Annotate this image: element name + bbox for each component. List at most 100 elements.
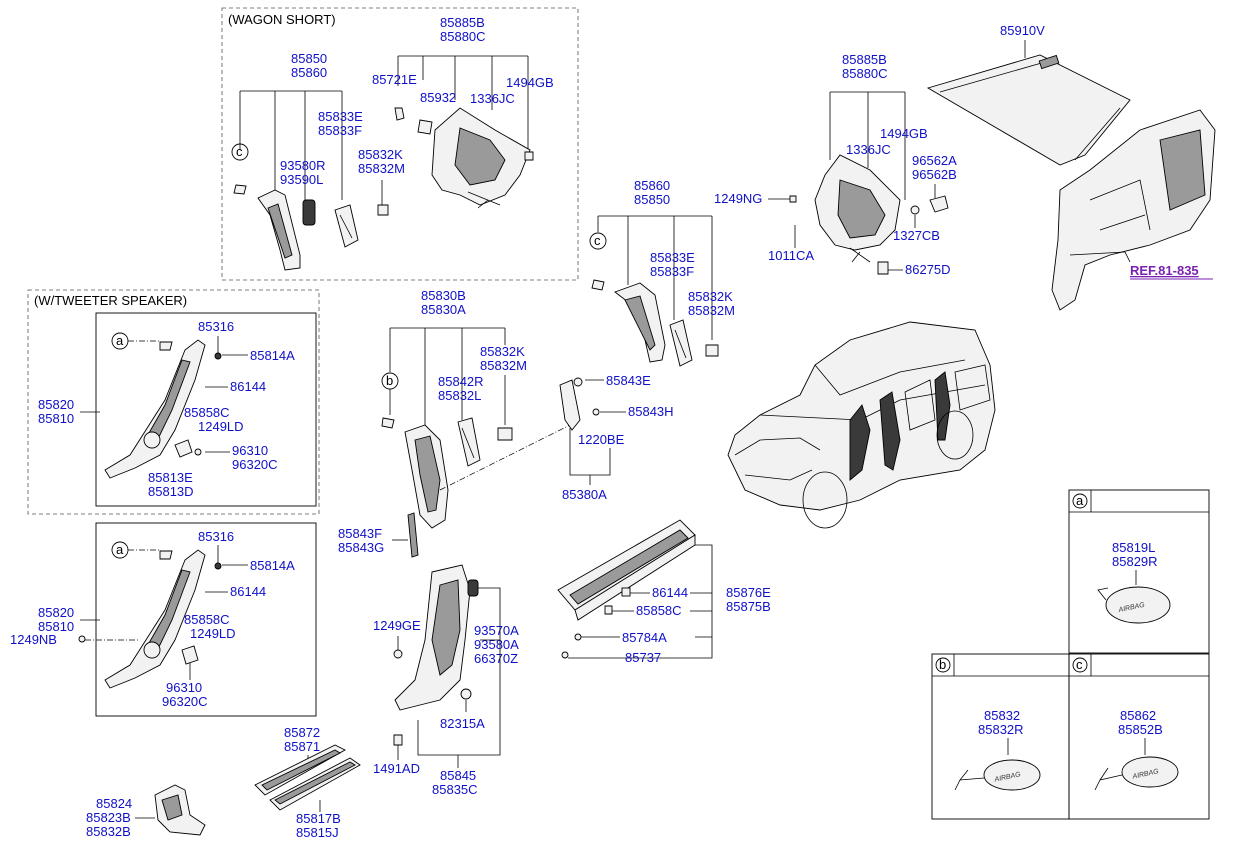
label-85835C[interactable]: 85835C <box>432 782 478 797</box>
label-85872[interactable]: 85872 <box>284 725 320 740</box>
wagon-short-title: (WAGON SHORT) <box>228 12 336 27</box>
label-85852B[interactable]: 85852B <box>1118 722 1163 737</box>
label-1336JC-2[interactable]: 1336JC <box>846 142 891 157</box>
label-1327CB[interactable]: 1327CB <box>893 228 940 243</box>
label-85832M-1[interactable]: 85832M <box>358 161 405 176</box>
callout-c-1[interactable] <box>231 143 249 161</box>
label-85813D[interactable]: 85813D <box>148 484 194 499</box>
label-85910V[interactable]: 85910V <box>1000 23 1045 38</box>
label-85875B[interactable]: 85875B <box>726 599 771 614</box>
label-85876E[interactable]: 85876E <box>726 585 771 600</box>
label-85813E[interactable]: 85813E <box>148 470 193 485</box>
ref-81-835[interactable]: REF.81-835 <box>1130 263 1199 278</box>
label-96562A[interactable]: 96562A <box>912 153 957 168</box>
label-85810-2[interactable]: 85810 <box>38 619 74 634</box>
label-85832M-2[interactable]: 85832M <box>688 303 735 318</box>
label-85833E-2[interactable]: 85833E <box>650 250 695 265</box>
label-85380A[interactable]: 85380A <box>562 487 607 502</box>
label-85832K-2[interactable]: 85832K <box>688 289 733 304</box>
label-85832R[interactable]: 85832R <box>978 722 1024 737</box>
label-1249LD-2[interactable]: 1249LD <box>190 626 236 641</box>
label-85871[interactable]: 85871 <box>284 739 320 754</box>
label-1249NG[interactable]: 1249NG <box>714 191 762 206</box>
label-85885B-1[interactable]: 85885B <box>440 15 485 30</box>
label-85932[interactable]: 85932 <box>420 90 456 105</box>
label-85316-2[interactable]: 85316 <box>198 529 234 544</box>
label-85820-2[interactable]: 85820 <box>38 605 74 620</box>
label-1249LD-1[interactable]: 1249LD <box>198 419 244 434</box>
label-85832K-1[interactable]: 85832K <box>358 147 403 162</box>
label-66370Z[interactable]: 66370Z <box>474 651 518 666</box>
label-85860-2[interactable]: 85860 <box>634 178 670 193</box>
label-86144-2[interactable]: 86144 <box>230 584 266 599</box>
label-85815J[interactable]: 85815J <box>296 825 339 840</box>
label-85832K-3[interactable]: 85832K <box>480 344 525 359</box>
label-82315A[interactable]: 82315A <box>440 716 485 731</box>
label-96310-2[interactable]: 96310 <box>166 680 202 695</box>
label-86275D[interactable]: 86275D <box>905 262 951 277</box>
callout-a-2-text: a <box>116 542 124 557</box>
label-85842R[interactable]: 85842R <box>438 374 484 389</box>
label-85843E[interactable]: 85843E <box>606 373 651 388</box>
detail-b-callout[interactable] <box>935 657 951 673</box>
label-96320C-1[interactable]: 96320C <box>232 457 278 472</box>
label-85858C-3[interactable]: 85858C <box>636 603 682 618</box>
label-85880C-1[interactable]: 85880C <box>440 29 486 44</box>
label-1494GB-2[interactable]: 1494GB <box>880 126 928 141</box>
label-85850-2[interactable]: 85850 <box>634 192 670 207</box>
label-85824[interactable]: 85824 <box>96 796 132 811</box>
label-1249GE[interactable]: 1249GE <box>373 618 421 633</box>
label-85880C-2[interactable]: 85880C <box>842 66 888 81</box>
label-85814A-2[interactable]: 85814A <box>250 558 295 573</box>
label-96562B[interactable]: 96562B <box>912 167 957 182</box>
label-86144-3[interactable]: 86144 <box>652 585 688 600</box>
detail-c-callout[interactable] <box>1072 657 1088 673</box>
label-93580R[interactable]: 93580R <box>280 158 326 173</box>
label-86144-1[interactable]: 86144 <box>230 379 266 394</box>
label-85858C-1[interactable]: 85858C <box>184 405 230 420</box>
label-85832M-3[interactable]: 85832M <box>480 358 527 373</box>
label-85817B[interactable]: 85817B <box>296 811 341 826</box>
callout-c-2[interactable] <box>589 232 607 250</box>
label-1249NB[interactable]: 1249NB <box>10 632 57 647</box>
label-85885B-2[interactable]: 85885B <box>842 52 887 67</box>
label-85832L[interactable]: 85832L <box>438 388 481 403</box>
label-85784A[interactable]: 85784A <box>622 630 667 645</box>
detail-a-callout[interactable] <box>1072 493 1088 509</box>
label-1336JC-1[interactable]: 1336JC <box>470 91 515 106</box>
label-96320C-2[interactable]: 96320C <box>162 694 208 709</box>
label-96310-1[interactable]: 96310 <box>232 443 268 458</box>
label-85833E-1[interactable]: 85833E <box>318 109 363 124</box>
label-85862[interactable]: 85862 <box>1120 708 1156 723</box>
label-85843H[interactable]: 85843H <box>628 404 674 419</box>
label-1491AD[interactable]: 1491AD <box>373 761 420 776</box>
label-85823B[interactable]: 85823B <box>86 810 131 825</box>
label-1220BE[interactable]: 1220BE <box>578 432 625 447</box>
label-85843F[interactable]: 85843F <box>338 526 382 541</box>
label-85814A-1[interactable]: 85814A <box>250 348 295 363</box>
wagon-short-box <box>221 7 579 281</box>
label-93570A[interactable]: 93570A <box>474 623 519 638</box>
label-1011CA[interactable]: 1011CA <box>768 248 814 263</box>
label-85721E[interactable]: 85721E <box>372 72 417 87</box>
label-85833F-1[interactable]: 85833F <box>318 123 362 138</box>
label-85832B[interactable]: 85832B <box>86 824 131 839</box>
label-85850-1[interactable]: 85850 <box>291 51 327 66</box>
label-85737[interactable]: 85737 <box>625 650 661 665</box>
label-93580A[interactable]: 93580A <box>474 637 519 652</box>
label-85845[interactable]: 85845 <box>440 768 476 783</box>
label-85829R[interactable]: 85829R <box>1112 554 1158 569</box>
label-85843G[interactable]: 85843G <box>338 540 384 555</box>
label-85830B[interactable]: 85830B <box>421 288 466 303</box>
label-85820-1[interactable]: 85820 <box>38 397 74 412</box>
label-85819L[interactable]: 85819L <box>1112 540 1155 555</box>
label-85860-1[interactable]: 85860 <box>291 65 327 80</box>
label-93590L[interactable]: 93590L <box>280 172 323 187</box>
label-1494GB-1[interactable]: 1494GB <box>506 75 554 90</box>
label-85858C-2[interactable]: 85858C <box>184 612 230 627</box>
label-85830A[interactable]: 85830A <box>421 302 466 317</box>
label-85810-1[interactable]: 85810 <box>38 411 74 426</box>
label-85316-1[interactable]: 85316 <box>198 319 234 334</box>
label-85833F-2[interactable]: 85833F <box>650 264 694 279</box>
label-85832[interactable]: 85832 <box>984 708 1020 723</box>
